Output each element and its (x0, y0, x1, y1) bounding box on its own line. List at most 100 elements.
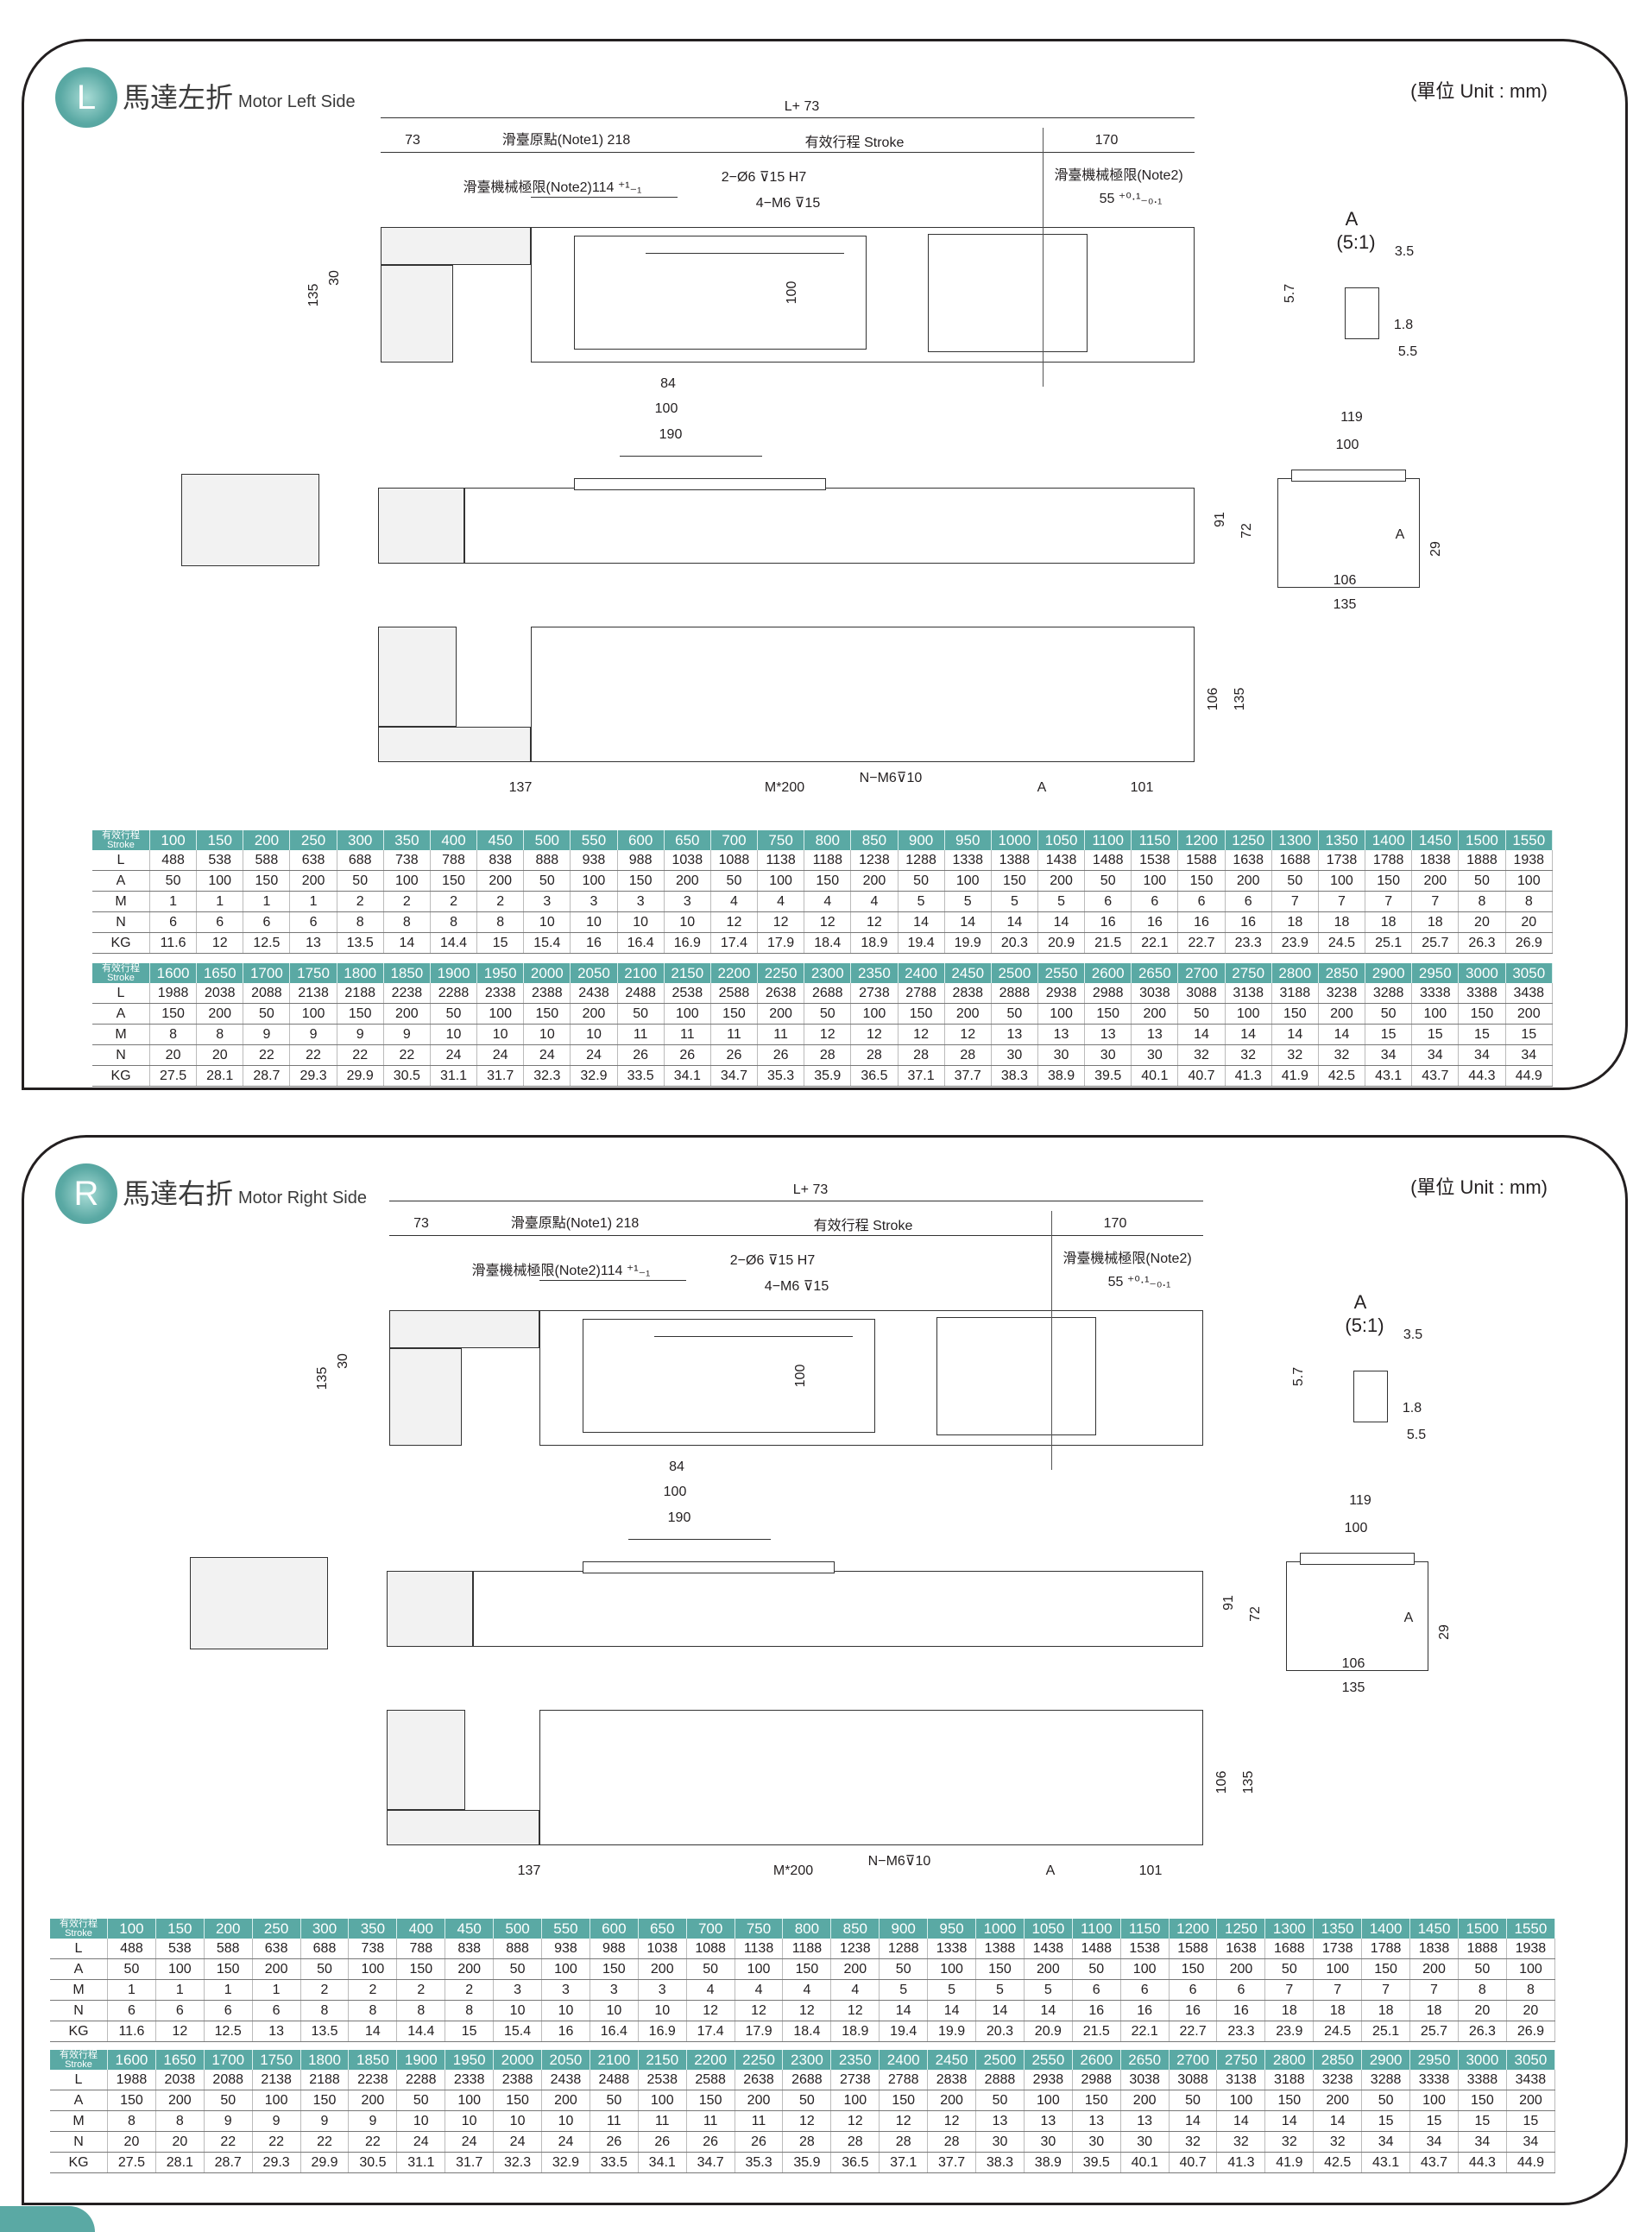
table-cell: 100 (638, 2090, 687, 2111)
dimension-bot-135: 135 (1241, 1770, 1256, 1794)
table-cell: 1 (252, 1979, 301, 2001)
table-cell: 3238 (1313, 2070, 1363, 2090)
table-cell: 20.3 (991, 932, 1038, 954)
table-cell: 50 (590, 2090, 639, 2111)
table-cell: 30.5 (383, 1065, 431, 1087)
center-line (1043, 128, 1044, 387)
table-cell: 27.5 (107, 2152, 156, 2173)
stroke-cell: 2250 (735, 2050, 784, 2070)
table-cell: 50 (430, 1003, 478, 1025)
table-cell: 26 (710, 1044, 759, 1066)
dimension-bot-nm6: N−M6⊽10 (859, 771, 923, 785)
table-cell: 16 (1084, 911, 1132, 933)
table-cell: 3 (570, 891, 618, 912)
table-cell: 3 (664, 891, 711, 912)
end-view-body (1277, 478, 1420, 588)
dimension-pin-holes: 2−Ø6 ⊽15 H7 (729, 1253, 816, 1268)
table-cell: 100 (289, 1003, 337, 1025)
table-cell: 18 (1365, 911, 1413, 933)
table-cell: 50 (898, 870, 945, 892)
table-cell: 32 (1225, 1044, 1272, 1066)
table-cell: 14 (1037, 911, 1086, 933)
table-cell: 50 (975, 2090, 1025, 2111)
table-cell: 33.5 (590, 2152, 639, 2173)
table-cell: 200 (570, 1003, 618, 1025)
table-cell: 6 (196, 911, 244, 933)
stroke-cell: 2200 (686, 2050, 735, 2070)
dimension-height-30: 30 (336, 1353, 350, 1369)
table-cell: 32.3 (493, 2152, 543, 2173)
table-cell: 16.9 (638, 2021, 687, 2042)
table-cell: 18 (1318, 911, 1366, 933)
table-cell: 31.7 (445, 2152, 495, 2173)
table-cell: 2588 (710, 983, 759, 1004)
table-cell: 31.1 (396, 2152, 446, 2173)
table-cell: 150 (975, 1958, 1025, 1980)
table-cell: 100 (664, 1003, 711, 1025)
table-cell: 15.4 (493, 2021, 543, 2042)
table-cell: 6 (289, 911, 337, 933)
table-cell: 16 (1177, 911, 1226, 933)
stroke-cell: 1400 (1365, 830, 1413, 850)
table-cell: 17.9 (735, 2021, 784, 2042)
table-cell: 50 (523, 870, 571, 892)
table-cell: 2738 (850, 983, 899, 1004)
table-cell: 8 (1506, 1979, 1556, 2001)
table-cell: 4 (850, 891, 899, 912)
table-cell: 1988 (107, 2070, 156, 2090)
table-cell: 13 (1131, 1024, 1179, 1045)
dimension-w190: 190 (659, 427, 683, 442)
dimension-w190: 190 (667, 1510, 691, 1525)
table-cell: 538 (196, 850, 244, 871)
table-cell: 2938 (1037, 983, 1086, 1004)
dimension-bot-a: A (1037, 780, 1047, 795)
table-cell: 2 (476, 891, 525, 912)
table-cell: 1038 (638, 1939, 687, 1959)
dimension-end-a: A (1395, 527, 1405, 542)
table-cell: 9 (337, 1024, 384, 1045)
table-cell: 8 (476, 911, 525, 933)
table-cell: 200 (1024, 1958, 1073, 1980)
bottom-view-body (531, 627, 1195, 762)
table-cell: 5 (1024, 1979, 1073, 2001)
table-cell: 34 (1409, 2131, 1459, 2153)
table-cell: 17.4 (686, 2021, 735, 2042)
table-cell: 50 (493, 1958, 543, 1980)
table-cell: 1488 (1084, 850, 1132, 871)
table-cell: 31.1 (430, 1065, 478, 1087)
stroke-cell: 2750 (1216, 2050, 1266, 2070)
dimension-bot-a: A (1045, 1863, 1056, 1878)
table-cell: 2538 (638, 2070, 687, 2090)
stroke-cell: 2050 (541, 2050, 590, 2070)
dimension-end-135: 135 (1333, 597, 1357, 612)
dimension-line (381, 152, 531, 153)
table-cell: 22 (243, 1044, 291, 1066)
table-cell: 13 (991, 1024, 1038, 1045)
table-cell: 33.5 (617, 1065, 665, 1087)
table-cell: 37.7 (927, 2152, 977, 2173)
table-cell: 1938 (1506, 1939, 1556, 1959)
dimension-overall: L+ 73 (784, 99, 820, 114)
table-cell: 11 (638, 2110, 687, 2132)
stroke-cell: 2700 (1169, 2050, 1218, 2070)
table-cell: 588 (243, 850, 291, 871)
table-cell: 3438 (1505, 983, 1554, 1004)
table-cell: 29.9 (337, 1065, 384, 1087)
table-cell: 30 (1072, 2131, 1121, 2153)
dimension-line (620, 456, 762, 457)
dimension-mech-limit-left: 滑臺機械極限(Note2)114 ⁺¹₋₁ (463, 180, 642, 195)
table-cell: 1538 (1120, 1939, 1170, 1959)
table-cell: 10 (590, 2000, 639, 2021)
table-cell: 2 (445, 1979, 495, 2001)
stroke-cell: 1450 (1409, 1919, 1459, 1939)
table-cell: 2238 (383, 983, 431, 1004)
table-cell: 2688 (782, 2070, 832, 2090)
stroke-cell: 1200 (1177, 830, 1226, 850)
row-label: N (50, 2131, 108, 2153)
table-cell: 100 (830, 2090, 880, 2111)
stroke-cell: 2500 (975, 2050, 1025, 2070)
table-cell: 1 (243, 891, 291, 912)
table-cell: 32 (1264, 2131, 1315, 2153)
